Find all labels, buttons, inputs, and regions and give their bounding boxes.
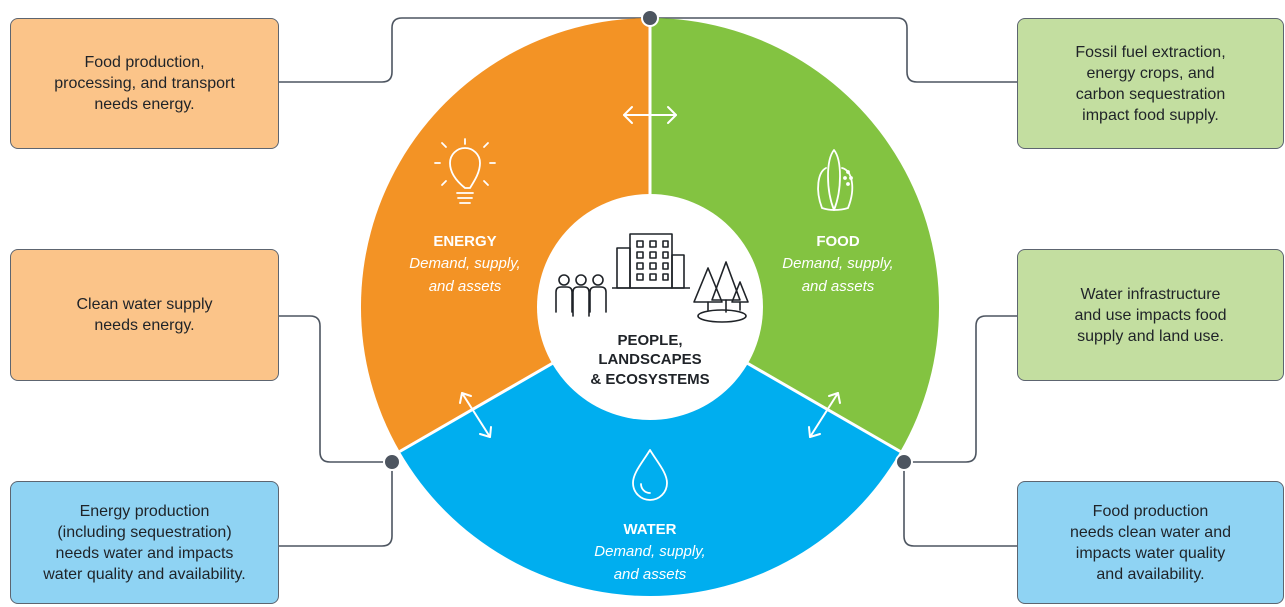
info-box-top-left: Food production, processing, and transpo… <box>10 18 279 149</box>
connector-top-right <box>650 17 1017 83</box>
info-box-bottom-right: Food production needs clean water and im… <box>1017 481 1284 604</box>
info-box-middle-right: Water infrastructure and use impacts foo… <box>1017 249 1284 381</box>
info-box-middle-left: Clean water supply needs energy. <box>10 249 279 381</box>
center-label-line2: LANDSCAPES <box>598 351 701 368</box>
energy-title: ENERGY <box>433 233 496 250</box>
water-subtitle-line2: and assets <box>614 566 687 583</box>
connector-top-left <box>279 17 650 83</box>
center-circle <box>537 194 763 420</box>
connector-middle-right <box>904 315 1017 463</box>
connector-bottom-right <box>903 462 1017 547</box>
info-text: Water infrastructure and use impacts foo… <box>1074 285 1227 345</box>
energy-subtitle-line2: and assets <box>429 278 502 295</box>
info-text: Clean water supply needs energy. <box>76 296 213 334</box>
water-title: WATER <box>623 521 676 538</box>
trees-icon <box>693 261 749 323</box>
dot-top <box>641 9 659 27</box>
connector-bottom-left <box>279 462 393 547</box>
energy-food-arrow-icon <box>623 106 677 124</box>
food-water-arrow-icon <box>808 392 841 438</box>
center-label-line1: PEOPLE, <box>617 332 682 349</box>
connector-dots <box>383 9 913 471</box>
info-box-top-right: Fossil fuel extraction, energy crops, an… <box>1017 18 1284 149</box>
lightbulb-icon <box>434 138 496 204</box>
water-subtitle-line1: Demand, supply, <box>594 543 705 560</box>
dot-bottom-left <box>383 453 401 471</box>
water-drop-icon <box>632 449 668 501</box>
connector-lines <box>279 17 1017 547</box>
info-box-bottom-left: Energy production (including sequestrati… <box>10 481 279 604</box>
people-icon <box>555 274 607 317</box>
food-subtitle-line2: and assets <box>802 278 875 295</box>
info-text: Food production, processing, and transpo… <box>54 54 235 113</box>
dot-bottom-right <box>895 453 913 471</box>
corn-icon <box>817 149 854 211</box>
connector-middle-left <box>279 315 392 463</box>
buildings-icon <box>612 233 690 289</box>
center-label-line3: & ECOSYSTEMS <box>590 371 709 388</box>
info-text: Food production needs clean water and im… <box>1070 502 1231 583</box>
food-title: FOOD <box>816 233 859 250</box>
energy-subtitle-line1: Demand, supply, <box>409 255 520 272</box>
info-text: Fossil fuel extraction, energy crops, an… <box>1075 43 1226 124</box>
energy-water-arrow-icon <box>459 392 492 438</box>
food-subtitle-line1: Demand, supply, <box>782 255 893 272</box>
info-text: Energy production (including sequestrati… <box>43 502 246 583</box>
